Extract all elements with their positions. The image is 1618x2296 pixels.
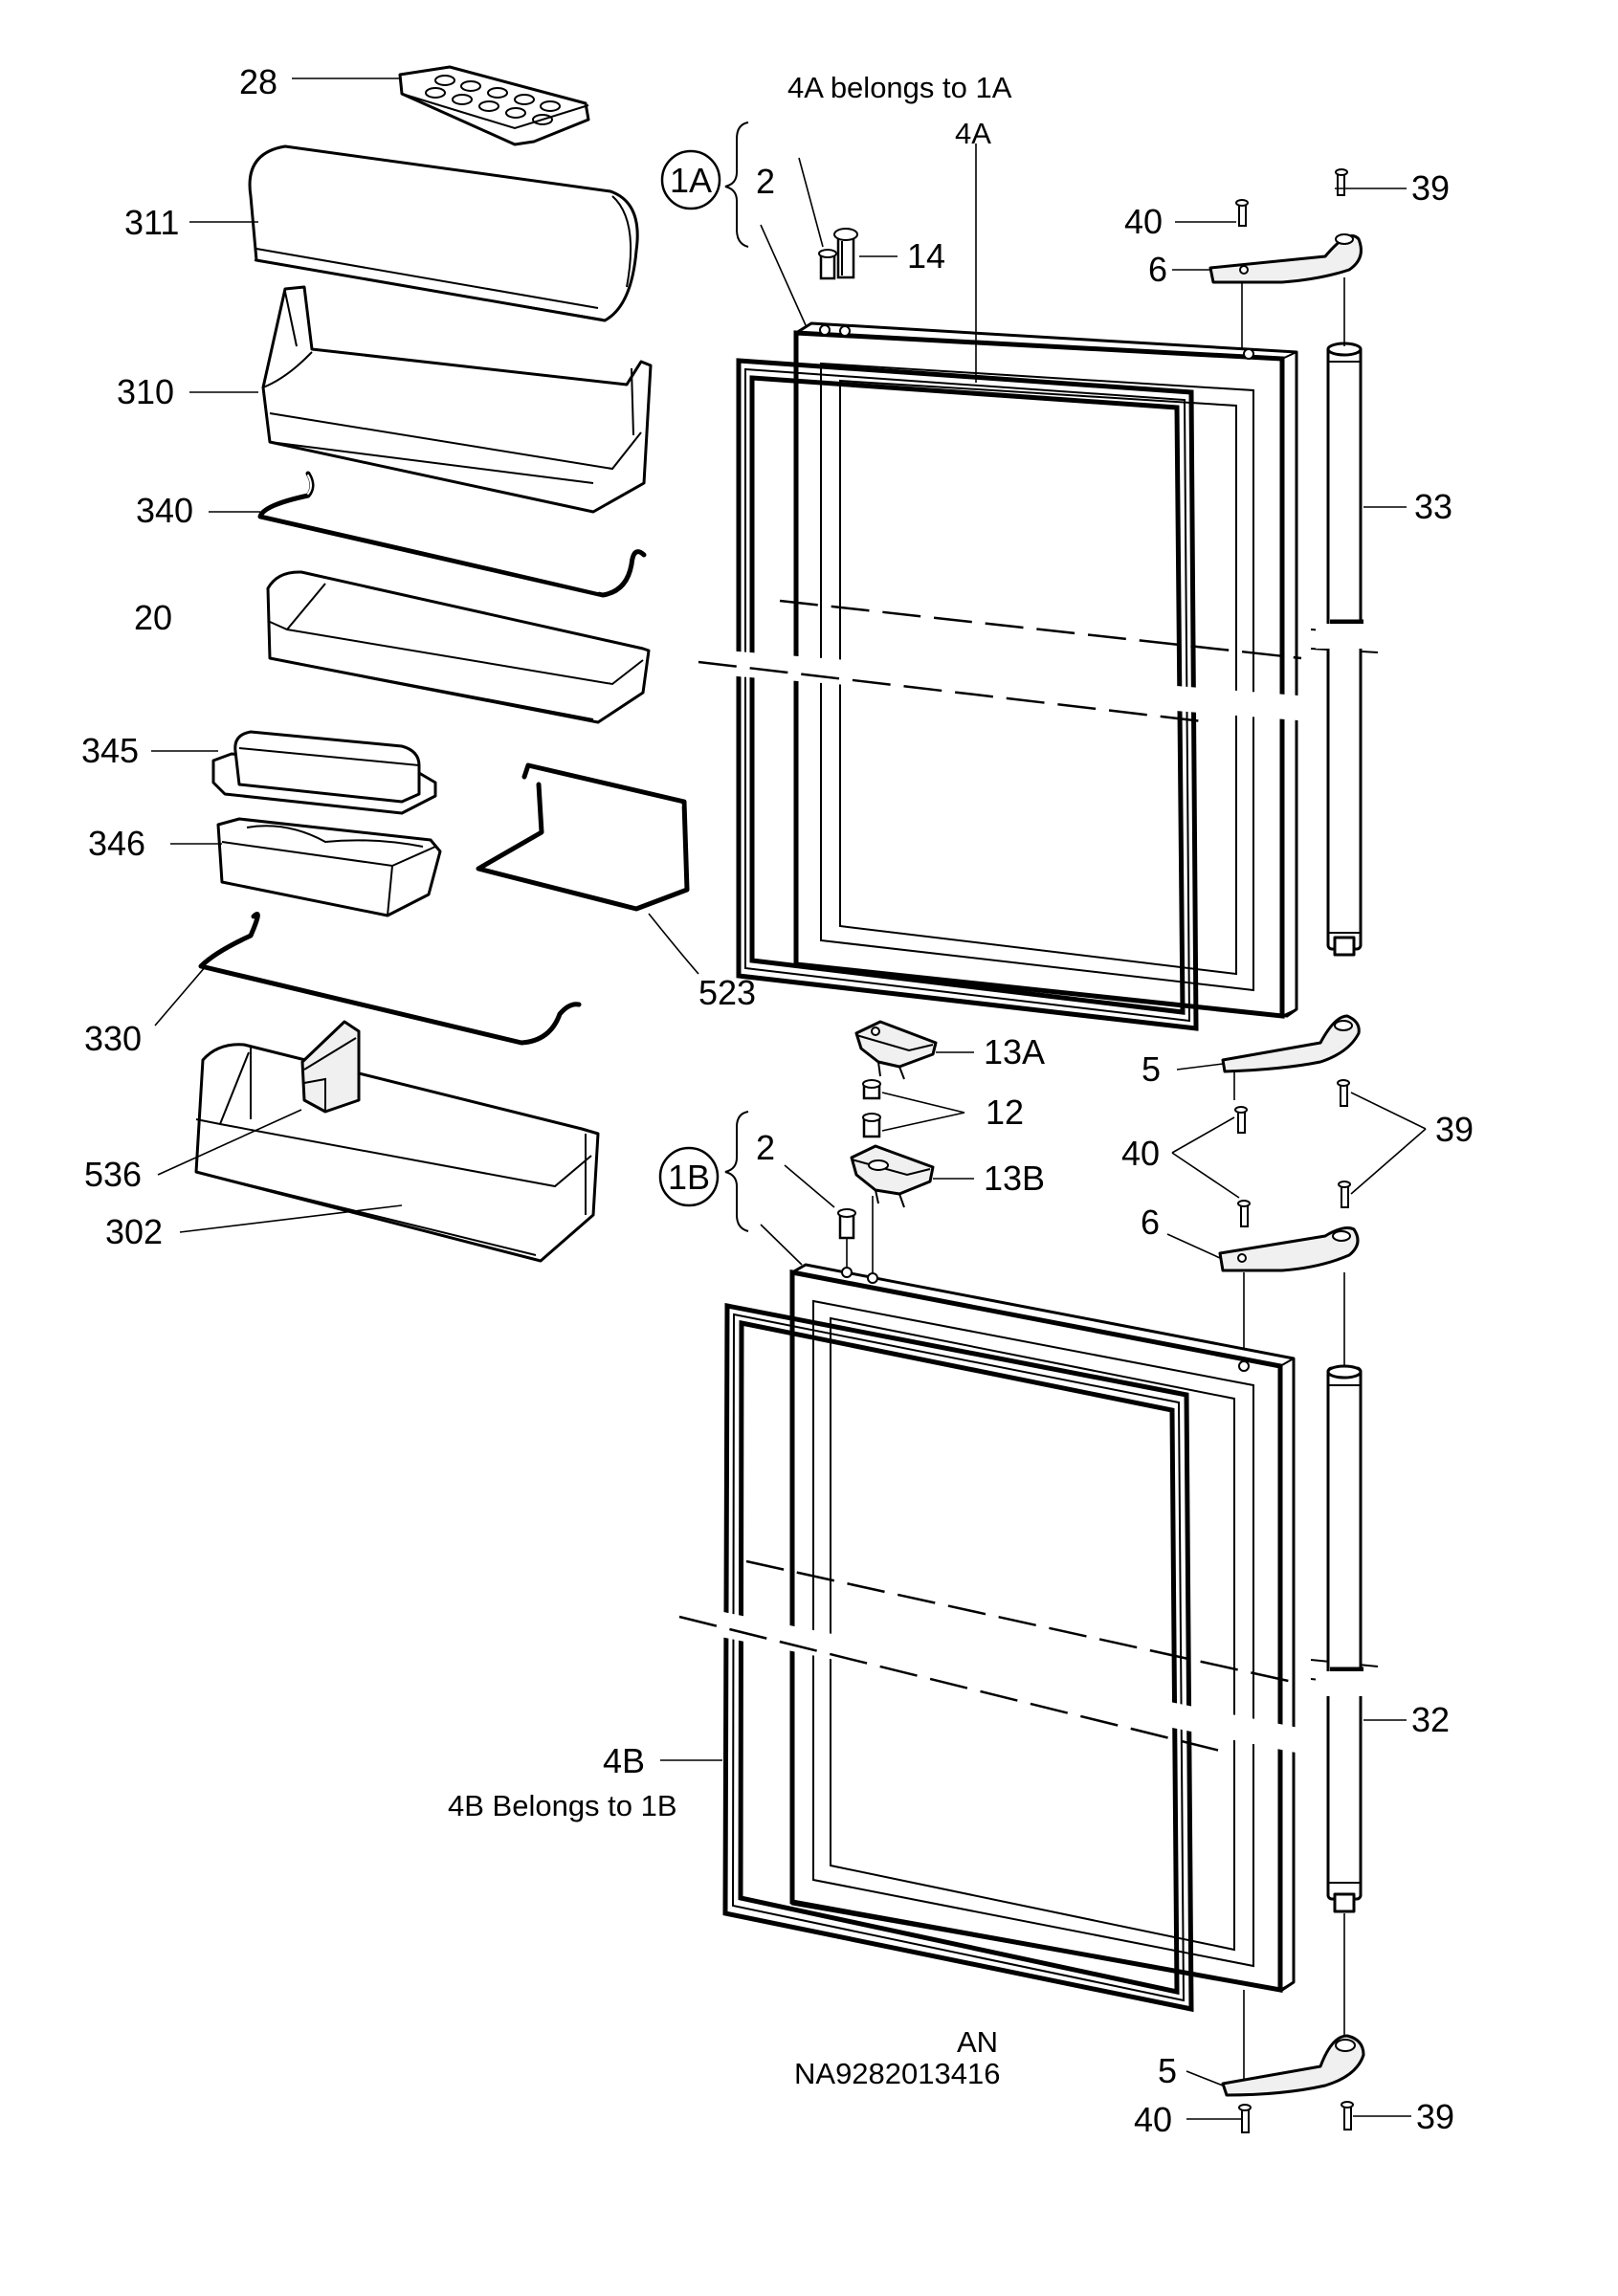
callout-32: 32 xyxy=(1411,1700,1450,1739)
callout-302: 302 xyxy=(105,1212,163,1251)
callout-340: 340 xyxy=(136,491,193,530)
callout-5-mid: 5 xyxy=(1141,1049,1161,1089)
left-callout-leaders xyxy=(151,77,699,1233)
lower-pin-leaders xyxy=(660,1719,1407,2086)
door-bin-20 xyxy=(266,570,651,724)
callout-523: 523 xyxy=(698,973,756,1012)
lower-group-leaders xyxy=(760,1164,874,1274)
upper-group-leaders xyxy=(760,144,1407,508)
screw-39-top xyxy=(1335,168,1348,196)
dairy-shelf xyxy=(261,285,653,514)
callout-4a: 4A xyxy=(955,117,991,150)
document-code: NA9282013416 xyxy=(794,2057,1000,2090)
callout-33: 33 xyxy=(1414,487,1452,526)
butter-tray xyxy=(216,817,442,917)
plug-2-upper xyxy=(818,249,837,280)
callout-39-bottom: 39 xyxy=(1416,2097,1454,2136)
callout-13b: 13B xyxy=(984,1159,1045,1198)
callout-2-lower: 2 xyxy=(756,1128,775,1167)
dairy-compartment-lid xyxy=(248,144,639,322)
lower-door-panel xyxy=(789,1263,1296,1993)
lower-door-gasket xyxy=(722,1302,1194,2013)
egg-tray xyxy=(398,65,590,146)
mid-screw-leaders xyxy=(1166,1063,1427,1366)
hinge-bushing-14 xyxy=(833,228,858,279)
screw-40-bottom xyxy=(1238,2104,1252,2133)
svg-text:1A: 1A xyxy=(670,161,712,200)
bottom-hinge-bracket-5 xyxy=(1221,2034,1365,2097)
callout-39-mid: 39 xyxy=(1435,1110,1474,1149)
note-4a-belongs-to-1a: 4A belongs to 1A xyxy=(787,71,1012,104)
callout-2-upper: 2 xyxy=(756,162,775,201)
butter-lid xyxy=(211,730,437,815)
upper-pin-leaders xyxy=(1241,277,1345,349)
callout-20: 20 xyxy=(134,598,172,637)
upper-assembly-brace xyxy=(724,121,749,248)
wire-bracket-523 xyxy=(476,762,690,912)
callout-40-mid: 40 xyxy=(1121,1134,1160,1173)
bottom-screw-leaders xyxy=(1186,2070,1411,2120)
upper-door-panel xyxy=(793,321,1298,1019)
screw-39-mid-a xyxy=(1337,1079,1350,1107)
hinge-13a xyxy=(854,1020,938,1080)
callout-346: 346 xyxy=(88,824,145,863)
callout-6-low: 6 xyxy=(1141,1203,1160,1242)
screw-40-mid-b xyxy=(1237,1200,1251,1227)
door-bin-302 xyxy=(194,1043,600,1263)
callout-5-bottom: 5 xyxy=(1158,2051,1177,2090)
hinge-13b xyxy=(850,1144,935,1208)
top-hinge-bracket xyxy=(1208,233,1363,284)
lower-hinge-bracket-6 xyxy=(1218,1226,1360,1272)
screw-39-bottom xyxy=(1341,2101,1354,2130)
region-code: AN xyxy=(957,2025,998,2059)
callout-310: 310 xyxy=(117,372,174,411)
assembly-1a-badge: 1A xyxy=(660,149,721,210)
hinge-pin-32 xyxy=(1316,1364,1378,1913)
screw-40-top xyxy=(1235,199,1249,227)
middle-hinge-leaders xyxy=(881,1051,974,1180)
callout-6-top: 6 xyxy=(1148,250,1167,289)
callout-311: 311 xyxy=(124,203,179,242)
wire-rail-340 xyxy=(257,471,647,598)
upper-door-gasket xyxy=(736,358,1199,1031)
callout-14: 14 xyxy=(907,236,945,276)
hinge-pin-12-upper xyxy=(862,1079,881,1100)
callout-40-top: 40 xyxy=(1124,202,1163,241)
callout-28: 28 xyxy=(239,62,277,101)
callout-labels: 28 311 310 340 20 345 346 523 330 536 30… xyxy=(81,62,1474,2139)
note-4b-belongs-to-1b: 4B Belongs to 1B xyxy=(448,1789,677,1822)
bin-divider-536 xyxy=(300,1020,361,1114)
callout-345: 345 xyxy=(81,731,139,770)
assembly-1b-badge: 1B xyxy=(658,1146,720,1207)
hinge-pin-12-lower xyxy=(862,1113,881,1138)
plug-2-lower xyxy=(837,1208,856,1240)
screw-40-mid-a xyxy=(1234,1106,1248,1134)
lower-assembly-brace xyxy=(724,1111,749,1232)
wire-rail-330 xyxy=(198,912,582,1046)
callout-536: 536 xyxy=(84,1155,142,1194)
callout-4b: 4B xyxy=(603,1741,645,1780)
callout-13a: 13A xyxy=(984,1032,1045,1071)
svg-text:1B: 1B xyxy=(668,1158,710,1197)
callout-12: 12 xyxy=(986,1093,1024,1132)
middle-hinge-bracket-5 xyxy=(1221,1014,1361,1073)
callout-39-top: 39 xyxy=(1411,168,1450,208)
callout-330: 330 xyxy=(84,1019,142,1058)
callout-40-bottom: 40 xyxy=(1134,2100,1172,2139)
screw-39-mid-b xyxy=(1338,1181,1351,1208)
